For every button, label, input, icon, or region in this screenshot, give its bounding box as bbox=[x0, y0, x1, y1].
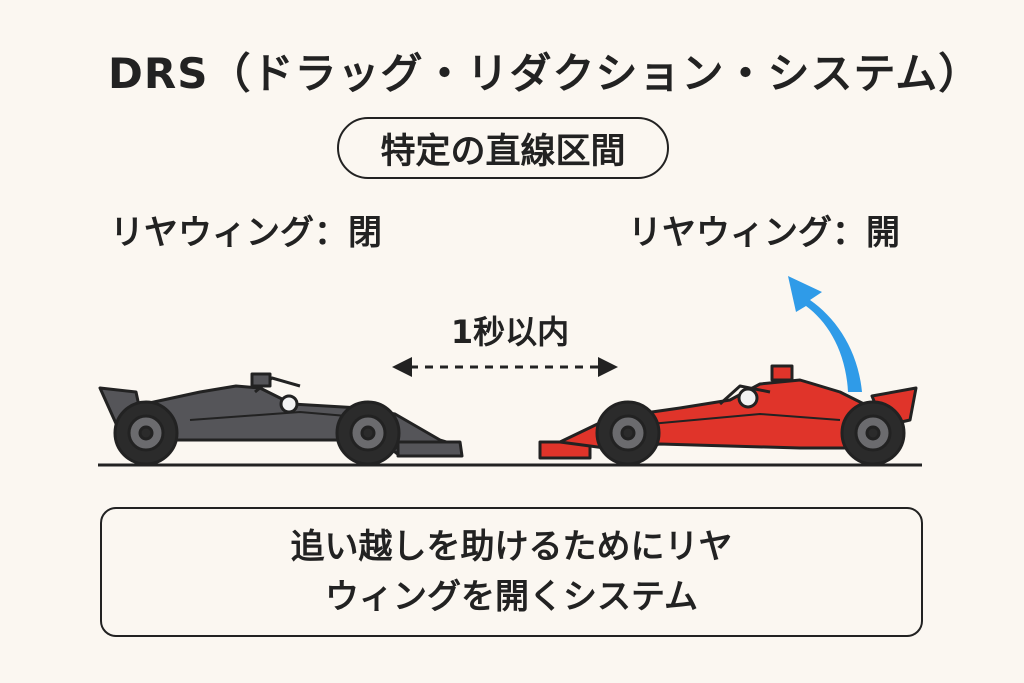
left-car bbox=[98, 372, 464, 466]
gap-arrow bbox=[392, 357, 618, 377]
section-label-pill: 特定の直線区間 bbox=[337, 117, 669, 179]
diagram-title: DRS（ドラッグ・リダクション・システム） bbox=[108, 49, 982, 98]
right-car-rear-wheel bbox=[840, 400, 906, 466]
wing-open-arrow bbox=[788, 276, 862, 392]
description-line-2: ウィングを開くシステム bbox=[325, 577, 698, 617]
right-car-wing-label: リヤウィング：開 bbox=[628, 213, 900, 253]
section-label: 特定の直線区間 bbox=[380, 131, 626, 172]
description-line-1: 追い越しを助けるためにリヤ bbox=[290, 527, 733, 567]
right-car bbox=[538, 364, 918, 466]
right-car-front-wheel bbox=[595, 400, 661, 466]
gap-label: 1秒以内 bbox=[450, 313, 570, 351]
left-car-rear-wheel bbox=[113, 400, 179, 466]
left-car-wing-label: リヤウィング：閉 bbox=[110, 213, 382, 253]
left-car-front-wheel bbox=[335, 400, 401, 466]
description-box: 追い越しを助けるためにリヤ ウィングを開くシステム bbox=[100, 507, 923, 637]
left-car-front-wing bbox=[396, 440, 464, 458]
